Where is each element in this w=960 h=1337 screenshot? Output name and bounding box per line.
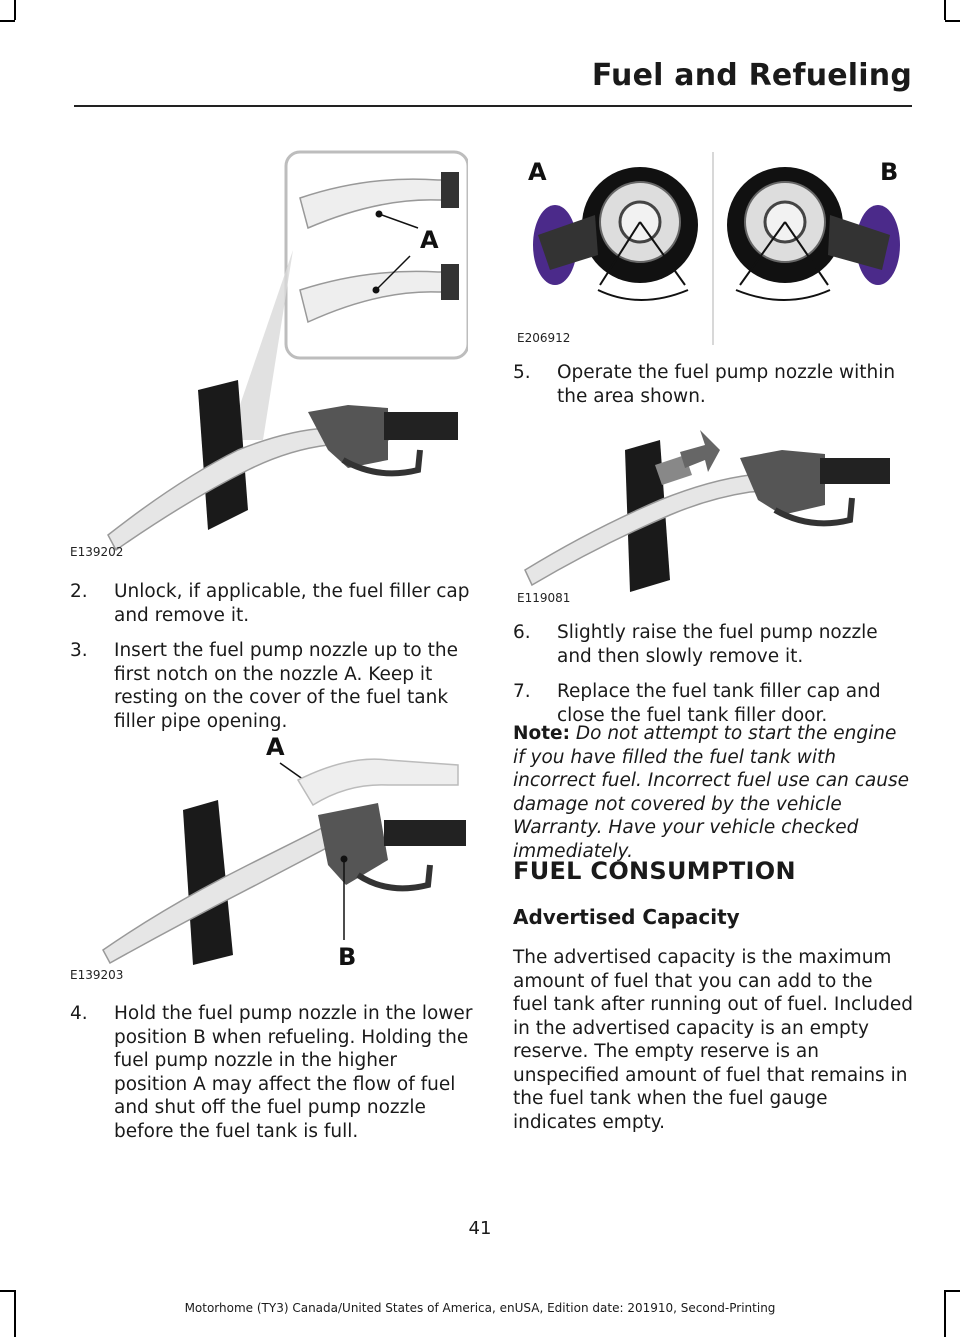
crop-mark-bottom-right-h xyxy=(945,1290,960,1292)
callout-b-label: B xyxy=(338,943,356,971)
callout-b-label: B xyxy=(880,158,898,186)
figure-nozzle-notch: A xyxy=(88,150,468,560)
list-item: 7.Replace the fuel tank filler cap and c… xyxy=(513,681,881,726)
title-divider xyxy=(74,105,912,107)
callout-a-label: A xyxy=(266,733,285,761)
crop-mark-top-right-h xyxy=(945,20,960,22)
operating-area-illustration: A B xyxy=(528,152,900,345)
note-block: Note: Do not attempt to start the engine… xyxy=(513,722,913,863)
callout-a-label: A xyxy=(528,158,547,186)
crop-mark-bottom-left-h xyxy=(0,1290,15,1292)
list-item: 2.Unlock, if applicable, the fuel filler… xyxy=(70,581,470,626)
list-item: 3.Insert the fuel pump nozzle up to the … xyxy=(70,640,458,732)
page-number: 41 xyxy=(468,1218,492,1239)
figure-raise-nozzle xyxy=(520,420,910,600)
page-title: Fuel and Refueling xyxy=(591,58,912,93)
nozzle-notch-illustration: A xyxy=(107,150,468,552)
steps-list-part2: 4.Hold the fuel pump nozzle in the lower… xyxy=(70,1002,475,1155)
document-footer: Motorhome (TY3) Canada/United States of … xyxy=(184,1301,776,1315)
crop-mark-top-left-h xyxy=(0,20,15,22)
subsection-heading: Advertised Capacity xyxy=(513,905,740,929)
crop-mark-top-right-v xyxy=(944,0,946,20)
raise-nozzle-illustration xyxy=(524,430,890,592)
figure-id-label: E139202 xyxy=(70,545,124,559)
crop-mark-top-left-v xyxy=(14,0,16,20)
figure-nozzle-positions: A B xyxy=(88,725,468,980)
steps-list-part3: 5.Operate the fuel pump nozzle within th… xyxy=(513,361,913,420)
steps-list-part4: 6.Slightly raise the fuel pump nozzle an… xyxy=(513,621,913,739)
crop-mark-bottom-right-v xyxy=(944,1290,946,1337)
callout-a-label: A xyxy=(420,226,439,254)
list-item: 5.Operate the fuel pump nozzle within th… xyxy=(513,362,896,407)
steps-list-part1: 2.Unlock, if applicable, the fuel filler… xyxy=(70,580,475,745)
figure-id-label: E119081 xyxy=(517,591,571,605)
figure-id-label: E139203 xyxy=(70,968,124,982)
figure-id-label: E206912 xyxy=(517,331,571,345)
note-label: Note: xyxy=(513,723,570,744)
nozzle-positions-illustration: A B xyxy=(102,733,466,971)
figure-operating-area: A B xyxy=(510,150,910,345)
section-heading: FUEL CONSUMPTION xyxy=(513,857,796,885)
note-text: Do not attempt to start the engine if yo… xyxy=(513,723,909,862)
list-item: 4.Hold the fuel pump nozzle in the lower… xyxy=(70,1003,473,1142)
body-paragraph: The advertised capacity is the maximum a… xyxy=(513,947,913,1133)
crop-mark-bottom-left-v xyxy=(14,1290,16,1337)
list-item: 6.Slightly raise the fuel pump nozzle an… xyxy=(513,622,878,667)
